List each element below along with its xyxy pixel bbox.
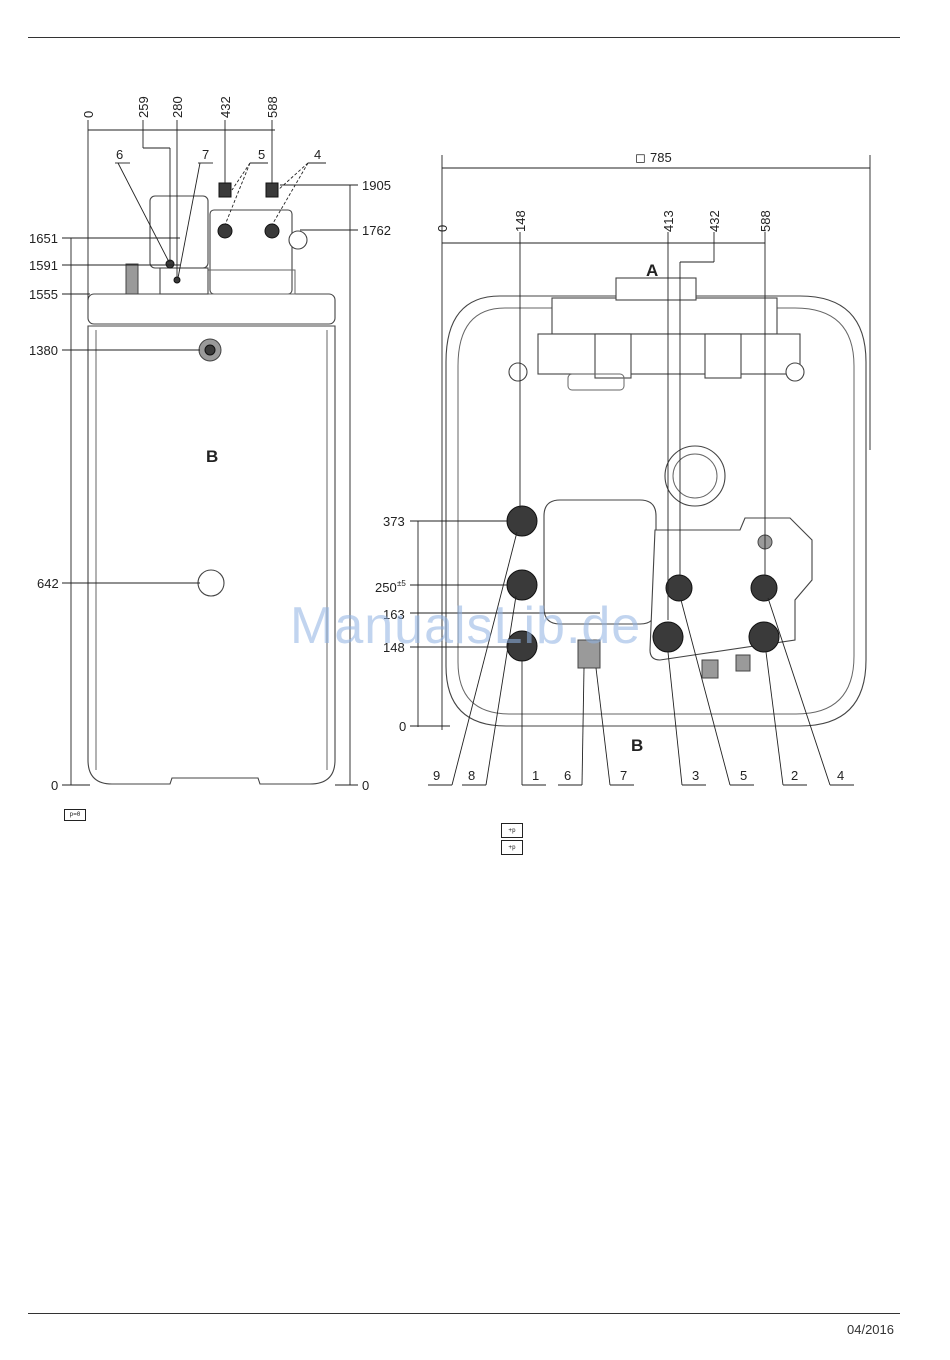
unit-a-port-right [705,334,741,378]
callout-3: 3 [692,768,699,783]
unit-a-body [538,334,800,374]
side-right-dim-0: 0 [362,778,369,793]
side-left-dim-1380: 1380 [29,343,58,358]
top-view-left-dim-250: 250 [375,580,397,595]
top-view-dim-432: 432 [707,210,722,232]
side-view-label: B [206,447,218,466]
top-view-dim-0: 0 [435,225,450,232]
side-callout-6: 6 [116,147,123,162]
pressure-badge-1: +p [501,823,523,838]
unit-a-cap [616,278,696,300]
side-callout-4: 4 [314,147,321,162]
top-view-dim-148: 148 [513,210,528,232]
port-642 [198,570,224,596]
top-view: A B ◻ 785 0 148 413 432 588 373 250 ±5 1… [375,150,870,785]
side-right-dim-1905: 1905 [362,178,391,193]
valve-block [210,210,292,294]
sensor-core [205,345,215,355]
port-3 [653,622,683,652]
watermark: ManualsLib.de [290,596,641,656]
hydraulic-housing [150,196,208,268]
callout-7: 7 [620,768,627,783]
callout-9: 9 [433,768,440,783]
side-left-dim-1591: 1591 [29,258,58,273]
side-top-dim-280: 280 [170,96,185,118]
top-view-dim-588: 588 [758,210,773,232]
tolerance-label: ±5 [397,579,406,588]
connector-4 [266,183,278,197]
side-top-dim-0: 0 [81,111,96,118]
side-top-dim-432: 432 [218,96,233,118]
side-callout-5: 5 [258,147,265,162]
top-view-left-dim-373: 373 [383,514,405,529]
callout-4: 4 [837,768,844,783]
top-view-label-b: B [631,736,643,755]
top-view-left-dim-0: 0 [399,719,406,734]
callout-2: 2 [791,768,798,783]
unit-a-housing [552,298,777,334]
port-3-upper [666,575,692,601]
side-callout-7: 7 [202,147,209,162]
side-view: B 0 259 280 432 588 6 7 5 4 1651 1591 15… [29,96,391,793]
side-knob [289,231,307,249]
width-symbol: ◻ [635,150,646,165]
width-dim-785: 785 [650,150,672,165]
mount-right [786,363,804,381]
side-fitting [126,264,138,294]
port-588 [265,224,279,238]
side-top-dim-588: 588 [265,96,280,118]
port-373 [507,506,537,536]
side-right-dim-1762: 1762 [362,223,391,238]
mount-left [509,363,527,381]
side-left-dim-1555: 1555 [29,287,58,302]
pressure-badge-2: +p [501,840,523,855]
pressure-zero-badge: p=0 [64,809,86,821]
drain-fitting-2 [736,655,750,671]
flange-round [665,446,725,506]
port-2 [749,622,779,652]
drain-fitting [702,660,718,678]
port-4 [751,575,777,601]
side-left-dim-1651: 1651 [29,231,58,246]
callout-6: 6 [564,768,571,783]
side-left-dim-642: 642 [37,576,59,591]
callout-8: 8 [468,768,475,783]
tank-body [88,326,335,784]
top-view-dim-413: 413 [661,210,676,232]
callout-5: 5 [740,768,747,783]
port-432 [218,224,232,238]
unit-a-port-left [595,334,631,378]
side-top-dim-259: 259 [136,96,151,118]
connector-5 [219,183,231,197]
top-view-label-a: A [646,261,658,280]
callout-1: 1 [532,768,539,783]
side-left-dim-0: 0 [51,778,58,793]
tank-lid [88,294,335,324]
pump-base [160,268,208,294]
